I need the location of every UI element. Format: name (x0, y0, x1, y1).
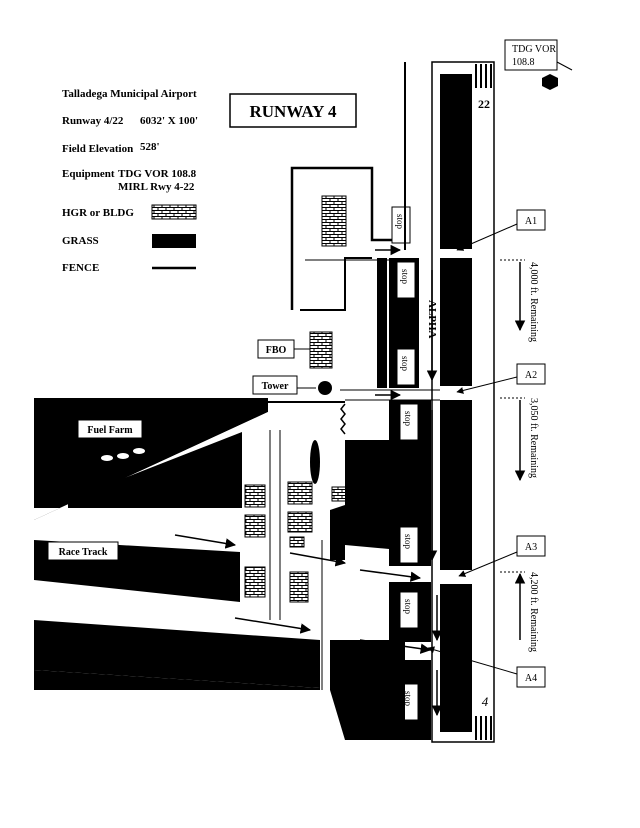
fbo-label: FBO (266, 345, 287, 356)
elevation-value: 528' (140, 141, 160, 153)
runway-4-22: 22 4 (431, 61, 495, 743)
hgr-label: HGR or BLDG (62, 207, 134, 219)
stop-sign-text: stop (403, 411, 413, 427)
fbo-label-box: FBO (257, 339, 310, 359)
vor-leader (556, 61, 573, 71)
stop-sign-text: stop (395, 214, 405, 230)
intersection-label: A3 (525, 542, 537, 553)
fuel-tank (133, 448, 145, 454)
hangar (287, 511, 313, 533)
hangar (289, 571, 309, 603)
hangar (287, 481, 313, 505)
taxi-arrows (174, 244, 432, 654)
vor-freq: 108.8 (512, 57, 535, 68)
fbo-building (309, 331, 333, 369)
threshold-north (475, 64, 492, 88)
tower-label: Tower (262, 381, 289, 392)
hangar (244, 566, 266, 598)
stop-sign (396, 348, 416, 386)
fence-label: FENCE (62, 262, 99, 274)
grass-label: GRASS (62, 235, 99, 247)
stop-sign-text: stop (403, 534, 413, 550)
fence-chain (340, 403, 346, 435)
runway-label: Runway 4/22 (62, 115, 124, 127)
remaining-label: 4,000 ft. Remaining (528, 262, 539, 342)
equipment-vor: TDG VOR 108.8 (118, 168, 197, 180)
intersection-a1: A1 (456, 209, 546, 251)
intersection-label: A2 (525, 370, 537, 381)
fuel-tank (101, 455, 113, 461)
race-track-box: Race Track (47, 541, 119, 561)
race-track-label: Race Track (59, 547, 108, 558)
threshold-south (475, 716, 492, 740)
stop-sign (399, 403, 419, 441)
hgr-swatch (151, 204, 197, 220)
title-box: RUNWAY 4 (229, 93, 357, 128)
runway-dims: 6032' X 100' (140, 115, 198, 127)
equipment-mirl: MIRL Rwy 4-22 (118, 181, 195, 193)
hangar (321, 195, 347, 247)
remaining-label: 4,200 ft. Remaining (528, 572, 539, 652)
apron-area (244, 62, 440, 740)
hangar (331, 486, 347, 502)
runway-number-south: 4 (482, 694, 489, 709)
airport-name: Talladega Municipal Airport (62, 88, 197, 100)
stop-sign-text: stop (403, 599, 413, 615)
remaining-4200: 4,200 ft. Remaining (500, 571, 539, 652)
stop-sign-text: stop (400, 356, 410, 372)
hangar (244, 484, 266, 508)
grass-swatch (152, 234, 196, 248)
fence-line (300, 257, 372, 311)
vor-name: TDG VOR (512, 44, 556, 55)
legend: Talladega Municipal Airport Runway 4/22 … (62, 88, 198, 274)
intersection-label: A4 (525, 673, 537, 684)
stop-sign (399, 591, 419, 629)
vor-hexagon-icon (542, 74, 558, 90)
fuel-farm-label: Fuel Farm (87, 425, 133, 436)
hangar (244, 514, 266, 538)
intersection-a4: A4 (427, 646, 546, 688)
equipment-label: Equipment (62, 168, 115, 180)
fuel-farm-box: Fuel Farm (77, 419, 145, 461)
remaining-3050: 3,050 ft. Remaining (500, 397, 539, 482)
stop-sign-text: stop (400, 269, 410, 285)
hangar (289, 536, 305, 548)
remaining-label: 3,050 ft. Remaining (528, 398, 539, 478)
page-title: RUNWAY 4 (249, 102, 337, 121)
stop-sign-text: stop (403, 691, 413, 707)
intersection-label: A1 (525, 216, 537, 227)
tower-icon (318, 381, 332, 395)
remaining-4000: 4,000 ft. Remaining (500, 259, 539, 342)
runway-number-north: 22 (478, 97, 490, 111)
intersection-a3: A3 (458, 535, 546, 577)
intersection-a2: A2 (456, 363, 546, 394)
fuel-tank (117, 453, 129, 459)
vor: TDG VOR 108.8 (504, 39, 573, 90)
fence-line (290, 166, 392, 310)
stop-sign (396, 261, 416, 299)
pond (310, 440, 320, 484)
tower-label-box: Tower (252, 375, 316, 395)
elevation-label: Field Elevation (62, 143, 133, 155)
